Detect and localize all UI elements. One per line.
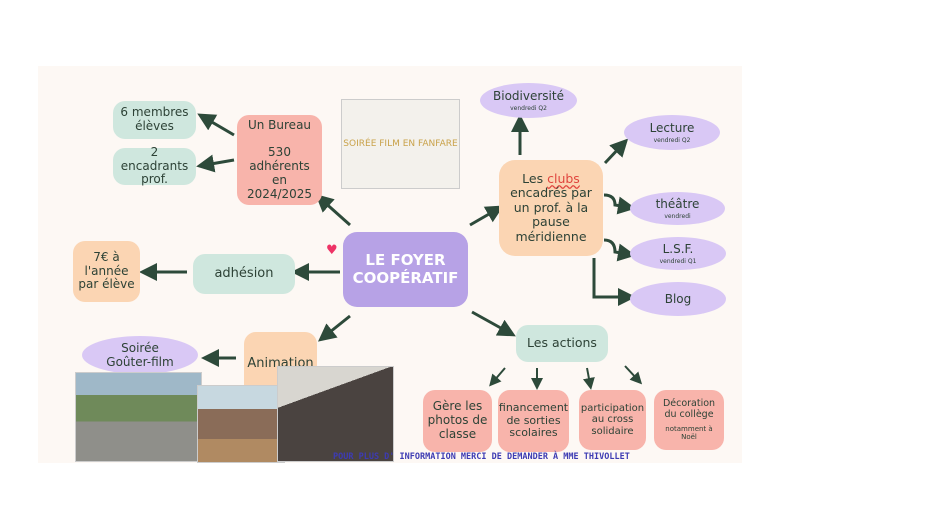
event-photo-3 [277, 366, 394, 462]
club-biodiversite: Biodiversité vendredi Q2 [480, 83, 577, 118]
poster-photo: SOIRÉE FILM EN FANFARE [341, 99, 460, 189]
clubs-node: Les clubs encadrés par un prof. à la pau… [499, 160, 603, 256]
heart-icon: ♥ [326, 243, 338, 258]
action-note: notamment à Noël [665, 424, 713, 441]
club-when: vendredi Q2 [653, 137, 691, 144]
action-item: Gère les photos de classe [423, 390, 492, 452]
club-name: Lecture [649, 121, 695, 135]
club-name: Blog [664, 292, 692, 306]
club-when: vendredi Q2 [510, 105, 547, 112]
center-node: LE FOYER COOPÉRATIF [343, 232, 468, 307]
clubs-highlight: clubs [547, 171, 580, 187]
price-text: 7€ à l'année par élève [78, 249, 135, 292]
adhesion-label: adhésion [214, 265, 274, 281]
club-theatre: théâtre vendredi [630, 192, 725, 225]
club-when: vendredi [664, 213, 691, 220]
action-item: financement de sorties scolaires [498, 390, 569, 452]
action-text: participation au cross solidaire [580, 402, 645, 437]
bureau-node: Un Bureau 530 adhérents en 2024/2025 [237, 115, 322, 205]
action-text: Gère les photos de classe [427, 399, 488, 441]
club-lecture: Lecture vendredi Q2 [624, 115, 720, 150]
footer-note: POUR PLUS D' INFORMATION MERCI DE DEMAND… [333, 452, 630, 462]
event-photo-2 [197, 385, 285, 463]
club-name: théâtre [655, 197, 700, 211]
club-lsf: L.S.F. vendredi Q1 [630, 237, 726, 270]
center-title: LE FOYER COOPÉRATIF [352, 251, 459, 287]
bureau-members: 530 adhérents en 2024/2025 [246, 145, 313, 201]
action-item: participation au cross solidaire [579, 390, 646, 450]
students-node: 6 membres élèves [113, 101, 196, 139]
club-when: vendredi Q1 [659, 258, 697, 265]
action-item: Décoration du collège notamment à Noël [654, 390, 724, 450]
actions-label: Les actions [527, 335, 597, 351]
action-text: financement de sorties scolaires [498, 401, 569, 440]
event-photo-1 [75, 372, 202, 462]
club-blog: Blog [630, 282, 726, 316]
poster-text: SOIRÉE FILM EN FANFARE [343, 139, 458, 149]
bureau-title: Un Bureau [247, 117, 312, 132]
price-node: 7€ à l'année par élève [73, 241, 140, 302]
teachers-node: 2 encadrants prof. [113, 144, 196, 187]
club-name: Biodiversité [493, 89, 564, 103]
action-text: Décoration du collège [662, 398, 716, 420]
actions-node: Les actions [516, 325, 608, 362]
adhesion-node: adhésion [193, 254, 295, 294]
clubs-pre: Les [522, 171, 548, 187]
event-node: Soirée Goûter-film [82, 336, 198, 374]
event-text: Soirée Goûter-film [106, 341, 174, 369]
students-text: 6 membres élèves [120, 105, 189, 133]
teachers-text: 2 encadrants prof. [120, 144, 189, 187]
clubs-description: encadrés par un prof. à la pause méridie… [510, 185, 592, 244]
club-name: L.S.F. [662, 242, 694, 256]
